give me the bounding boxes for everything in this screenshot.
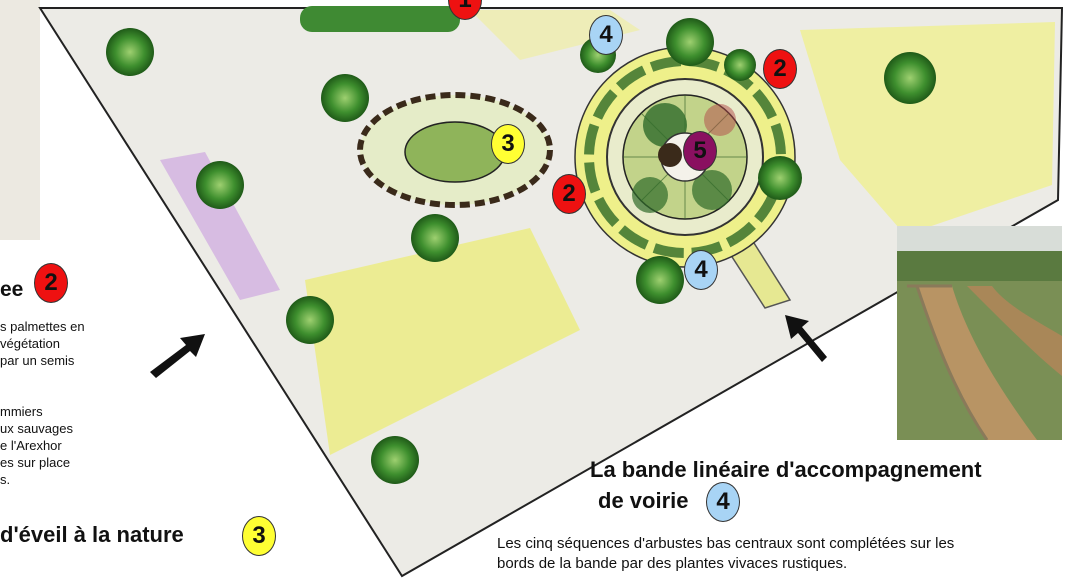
arrow-right	[785, 315, 827, 362]
left-section-line-3: par un semis	[0, 353, 75, 368]
marker-2-left: 2	[34, 263, 68, 303]
meadow-bottom	[305, 228, 580, 455]
marker-4-heading: 4	[706, 482, 740, 522]
marker-3-oval: 3	[491, 124, 525, 164]
left-section-line-1: s palmettes en	[0, 319, 85, 334]
bande-lineaire-body-2: bords de la bande par des plantes vivace…	[497, 555, 848, 572]
trees	[106, 18, 936, 484]
marker-2-right: 2	[763, 49, 797, 89]
marker-4-bottom: 4	[684, 250, 718, 290]
bande-lineaire-title-2: de voirie	[598, 488, 689, 513]
left-section-line-8: es sur place	[0, 455, 71, 470]
left-photo-fragment	[0, 0, 40, 240]
marker-3-left: 3	[242, 516, 276, 556]
left-section-line-9: s.	[0, 472, 11, 487]
left-section-line-6: ux sauvages	[0, 421, 73, 436]
left-section-line-7: e l'Arexhor	[0, 438, 62, 453]
bande-lineaire-title: La bande linéaire d'accompagnement	[590, 457, 982, 482]
left-section-line-2: végétation	[0, 336, 60, 351]
top-hedge	[300, 6, 460, 32]
marker-5: 5	[683, 131, 717, 171]
meadow-right	[800, 22, 1055, 235]
marker-4-top: 4	[589, 15, 623, 55]
bande-lineaire-body-1: Les cinq séquences d'arbustes bas centra…	[497, 535, 955, 552]
left-section-line-5: mmiers	[0, 404, 43, 419]
purple-strip	[160, 152, 280, 300]
oval-bed-inner	[404, 121, 506, 183]
garden-bed-photo	[897, 226, 1062, 440]
arrow-left	[150, 334, 205, 378]
left-section-title: ee	[0, 278, 24, 301]
eveil-section-title: d'éveil à la nature	[0, 522, 184, 547]
marker-2-center: 2	[552, 174, 586, 214]
